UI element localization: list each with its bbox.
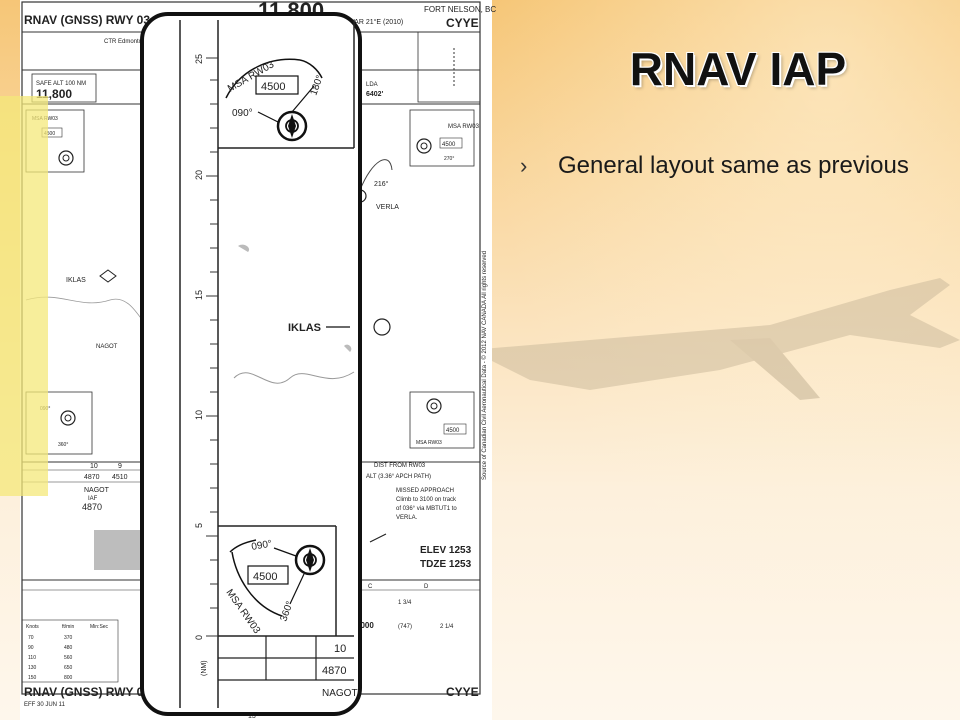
missed-arrow (369, 533, 387, 543)
profile-dist-10: 10 (90, 463, 98, 470)
verla-bearing: 216° (374, 180, 389, 188)
chart-location: FORT NELSON, BC (424, 5, 496, 14)
notes-box (417, 31, 481, 103)
msa-270-right: 270° (444, 156, 454, 162)
zoom-profile-altitude: 4870 (322, 665, 346, 677)
zoom-msa-090-bottom: 090° (251, 539, 273, 553)
zoom-msa-090-top: 090° (232, 108, 253, 119)
speed-cell: 650 (64, 665, 73, 671)
left-ruler-overlay (0, 96, 48, 496)
speed-cell: 370 (64, 635, 73, 641)
bullet-list: › General layout same as previous (520, 150, 920, 182)
nagot-profile: NAGOT (84, 487, 110, 494)
speed-cell: 110 (28, 655, 36, 661)
missed-line-1: MISSED APPROACH (396, 488, 454, 494)
ruler-label-5: 5 (194, 523, 204, 528)
profile-shaded-area (94, 530, 146, 570)
ruler-label-10: 10 (194, 410, 204, 420)
speed-head-minsec: Min:Sec (90, 624, 109, 630)
mins-2-1-4: 2 1/4 (440, 624, 454, 630)
ruler-unit: (NM) (201, 660, 208, 676)
ruler-label-15: 15 (194, 290, 204, 300)
speed-cell: 90 (28, 645, 34, 651)
ruler-label-25: 25 (194, 54, 204, 64)
msa-rose-right: 4500 MSA RW03 270° (409, 109, 480, 167)
iklas-label-left: IKLAS (66, 277, 86, 284)
iklas-fix-icon (373, 318, 391, 336)
airplane-silhouette (470, 278, 960, 400)
speed-cell: 800 (64, 675, 73, 681)
alt-path-label: ALT (3.36° APCH PATH) (366, 474, 431, 480)
zoom-panel: 25 20 15 10 5 0 (NM) 4500 MSA RW03 180° … (140, 12, 362, 716)
speed-table: Knots ft/min Min:Sec 70 370 90 480 110 5… (21, 619, 119, 683)
zoom-msa-alt-top: 4500 (261, 81, 285, 93)
bullet-text: General layout same as previous (558, 152, 909, 179)
nagot-label-left: NAGOT (96, 344, 118, 350)
cat-d: D (424, 584, 429, 590)
zoom-iklas-label: IKLAS (288, 322, 321, 334)
speed-cell: 150 (28, 675, 37, 681)
profile-alt-4510: 4510 (112, 474, 128, 481)
effective-date: EFF 30 JUN 11 (24, 702, 66, 708)
cat-c: C (368, 584, 373, 590)
mins-2000: 2000 (356, 621, 374, 630)
missed-line-3: of 036° via MBTUT1 to (396, 506, 457, 512)
speed-cell: 70 (28, 635, 34, 641)
verla-label: VERLA (376, 204, 399, 211)
msa-360-left: 360° (58, 442, 68, 448)
zoom-msa-center-icon-bottom (294, 544, 326, 576)
approach-chart: RNAV (GNSS) RWY 03 11,800 VAR 21°E (2010… (0, 0, 496, 720)
nagot-alt-profile: 4870 (82, 502, 102, 512)
mins-747: (747) (398, 624, 412, 630)
dist-from-label: DIST FROM RW03 (374, 463, 426, 469)
missed-line-4: VERLA. (396, 515, 418, 521)
mins-1-3-4: 1 3/4 (398, 600, 412, 606)
lda-label: LDA (366, 82, 378, 88)
speed-cell: 560 (64, 655, 73, 661)
elev-label: ELEV 1253 (420, 545, 472, 556)
zoom-profile-fix: NAGOT (322, 688, 358, 699)
bullet-marker: › (520, 153, 528, 178)
msa-alt-bottom-right: 4500 (446, 428, 460, 434)
missed-line-2: Climb to 3100 on track (396, 497, 457, 503)
lda-value: 6402' (366, 91, 384, 98)
speed-cell: 130 (28, 665, 37, 671)
msa-alt-left-top: 4500 (44, 131, 55, 137)
speed-head-knots: Knots (26, 624, 39, 630)
speed-head-ftmin: ft/min (62, 624, 74, 630)
safe-alt-label: SAFE ALT 100 NM (36, 81, 86, 87)
chart-title-top: RNAV (GNSS) RWY 03 (24, 13, 150, 27)
msa-label-bottom-right: MSA RW03 (416, 440, 442, 446)
page-number: 13 (248, 713, 256, 720)
river-line (25, 296, 151, 331)
source-note: Source of Canadian Civil Aeronautical Da… (481, 251, 488, 480)
tdze-label: TDZE 1253 (420, 559, 472, 570)
msa-alt-right: 4500 (442, 142, 456, 148)
zoom-msa-alt-bottom: 4500 (253, 571, 277, 583)
verla-track (359, 159, 393, 191)
bullet-item: › General layout same as previous (520, 150, 920, 182)
msa-label-right: MSA RW03 (448, 124, 480, 130)
slide-title: RNAV IAP (629, 43, 847, 95)
profile-alt-4870: 4870 (84, 474, 100, 481)
iklas-fix-icon-left (99, 269, 117, 283)
airport-id-top: CYYE (446, 16, 479, 30)
speed-cell: 480 (64, 645, 73, 651)
ctr-label: CTR Edmonton (104, 39, 145, 45)
mag-var: VAR 21°E (2010) (350, 18, 403, 26)
airport-id-bottom: CYYE (446, 685, 479, 699)
iaf-profile: IAF (88, 496, 98, 502)
chart-title-bottom: RNAV (GNSS) RWY 03 (24, 685, 150, 699)
ruler-label-20: 20 (194, 170, 204, 180)
zoom-profile-distance: 10 (334, 643, 346, 655)
ruler-label-0: 0 (194, 635, 204, 640)
msa-rose-bottom-right: 4500 MSA RW03 (409, 391, 475, 449)
safe-alt-box (31, 73, 97, 103)
profile-dist-9: 9 (118, 463, 122, 470)
